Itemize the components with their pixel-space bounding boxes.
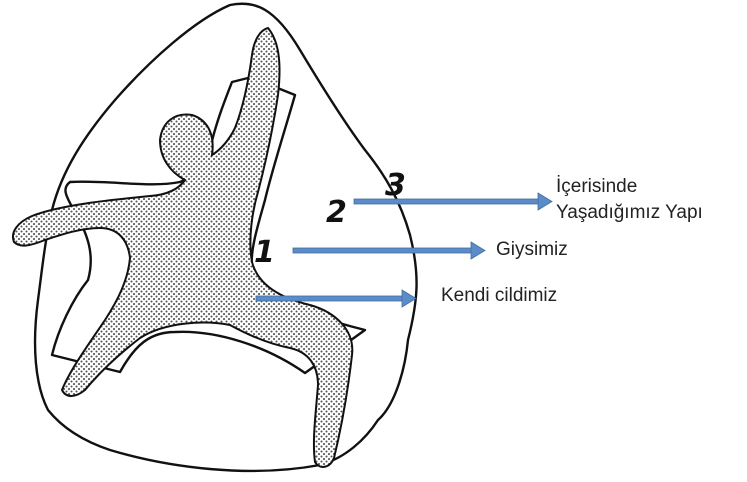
label-structure-line2: Yaşadığımız Yapı: [556, 201, 703, 225]
label-clothing: Giysimiz: [496, 238, 568, 262]
label-structure-line1: İçerisinde: [556, 175, 637, 199]
zone-number-3: 3: [385, 168, 406, 203]
label-skin: Kendi cildimiz: [441, 284, 557, 308]
zone-number-1: 1: [254, 235, 275, 270]
zone-number-2: 2: [326, 195, 347, 230]
